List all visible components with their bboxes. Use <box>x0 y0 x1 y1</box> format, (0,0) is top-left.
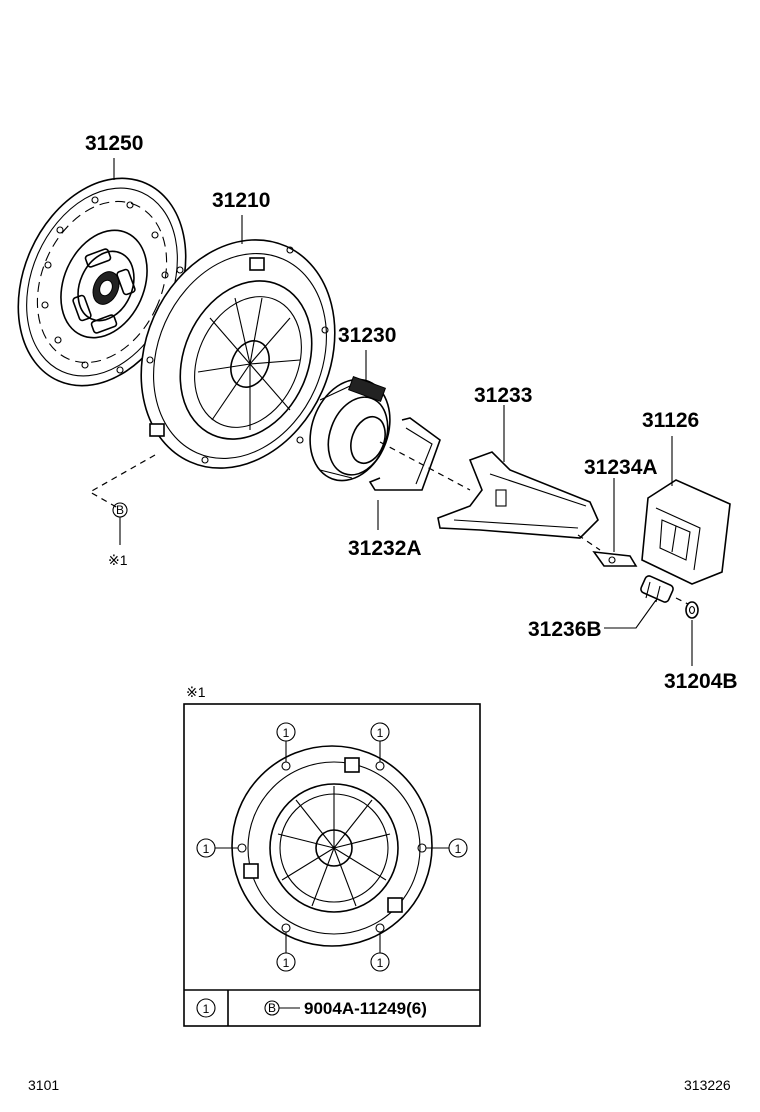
svg-text:1: 1 <box>377 726 384 740</box>
svg-text:1: 1 <box>377 956 384 970</box>
bolt-marker-top-right: 1 <box>370 722 390 762</box>
clutch-cover-drawing <box>140 239 336 469</box>
ball-axis-line <box>675 597 689 605</box>
axis-line <box>379 441 471 491</box>
fork-ball-drawing <box>640 575 674 603</box>
label-31232a: 31232A <box>348 537 422 560</box>
label-31233: 31233 <box>474 384 532 407</box>
release-bearing-drawing <box>309 375 391 482</box>
label-31230: 31230 <box>338 324 396 347</box>
leader-31236b <box>604 599 657 629</box>
legend-b: B <box>268 1001 276 1015</box>
bearing-retainer-drawing <box>641 479 731 585</box>
inset-frame <box>183 703 481 1027</box>
label-31234a: 31234A <box>584 456 658 479</box>
label-31250: 31250 <box>85 132 143 155</box>
label-31236b: 31236B <box>528 618 602 641</box>
clutch-disc-drawing <box>17 177 187 387</box>
legend-key: 1 <box>203 1002 210 1016</box>
fork-axis-line <box>577 534 601 551</box>
reference-line-b <box>88 454 156 509</box>
svg-text:1: 1 <box>283 726 290 740</box>
svg-text:1: 1 <box>203 842 210 856</box>
bolt-marker-right: 1 <box>426 838 468 858</box>
fork-support-drawing <box>592 551 638 567</box>
footer-right-code: 313226 <box>684 1077 731 1093</box>
bearing-clip-drawing <box>368 417 441 491</box>
note-marker: ※1 <box>108 552 128 568</box>
legend-key-circle <box>196 998 216 1018</box>
svg-text:1: 1 <box>455 842 462 856</box>
legend-part-number: 9004A-11249(6) <box>304 999 427 1018</box>
bolt-marker-top-left: 1 <box>276 722 296 762</box>
b-marker-text: B <box>116 503 124 517</box>
inset-clutch-cover-drawing <box>231 745 433 947</box>
release-fork-drawing <box>437 451 599 539</box>
label-31204b: 31204B <box>664 670 738 693</box>
svg-text:1: 1 <box>283 956 290 970</box>
boot-drawing <box>685 601 699 619</box>
footer-left-code: 3101 <box>28 1077 59 1093</box>
inset-note-marker: ※1 <box>186 684 206 700</box>
bolt-marker-bottom-left: 1 <box>276 932 296 972</box>
bolt-marker-left: 1 <box>196 838 238 858</box>
bolt-marker-bottom-right: 1 <box>370 932 390 972</box>
label-31126: 31126 <box>642 409 699 432</box>
label-31210: 31210 <box>212 189 270 212</box>
